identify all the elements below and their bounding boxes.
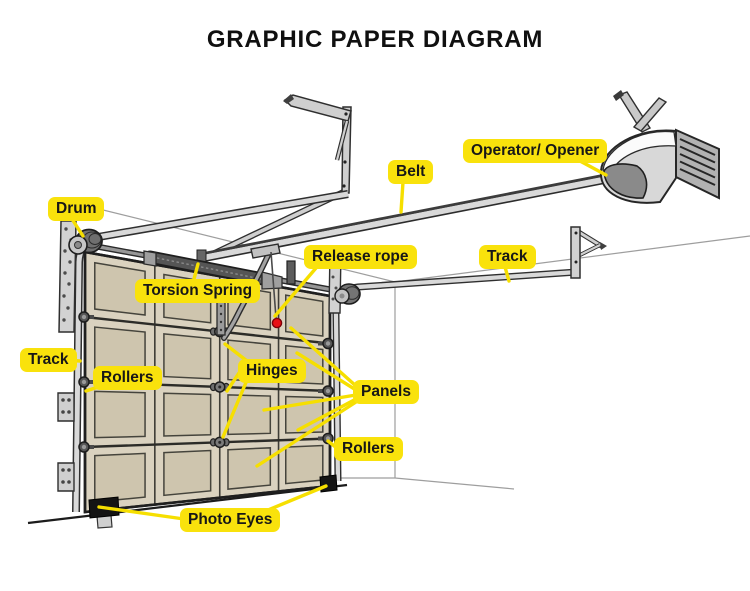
label-rollers-right: Rollers bbox=[334, 437, 403, 461]
opener-unit bbox=[599, 90, 720, 204]
page-title: GRAPHIC PAPER DIAGRAM bbox=[206, 26, 544, 53]
hinge-icon bbox=[209, 436, 230, 449]
track-hanger-bracket bbox=[570, 226, 607, 279]
door-panel bbox=[285, 444, 324, 485]
door-panel bbox=[285, 294, 324, 337]
door-panel bbox=[227, 447, 272, 490]
label-operator-opener: Operator/ Opener bbox=[463, 139, 608, 163]
roller-icon bbox=[318, 337, 334, 350]
label-panels: Panels bbox=[353, 380, 419, 404]
roller-icon bbox=[78, 376, 94, 388]
flag-bracket-left bbox=[57, 220, 77, 492]
roller-icon bbox=[78, 311, 94, 323]
door-panel bbox=[163, 449, 212, 497]
floor-line bbox=[27, 483, 348, 525]
door-panel bbox=[227, 394, 272, 436]
label-track-right: Track bbox=[479, 245, 536, 269]
label-drum: Drum bbox=[48, 197, 105, 221]
release-rope-line bbox=[270, 251, 277, 319]
photo-eye-left bbox=[88, 496, 120, 529]
belt-stripe bbox=[202, 172, 613, 255]
label-photo-eyes: Photo Eyes bbox=[180, 508, 281, 532]
release-rope-handle bbox=[271, 317, 283, 329]
door-panel bbox=[163, 392, 212, 437]
label-belt: Belt bbox=[388, 160, 434, 184]
door-panel bbox=[163, 333, 212, 380]
label-torsion-spring: Torsion Spring bbox=[135, 279, 261, 303]
label-hinges: Hinges bbox=[238, 359, 306, 383]
label-track-left: Track bbox=[20, 348, 77, 372]
label-rollers-left: Rollers bbox=[93, 366, 162, 390]
photo-eye-right bbox=[319, 474, 338, 493]
label-release-rope: Release rope bbox=[304, 245, 417, 269]
trolley bbox=[250, 243, 281, 259]
door-arm bbox=[221, 248, 273, 341]
door-panel bbox=[94, 261, 146, 316]
door-panel bbox=[94, 452, 146, 503]
door-panel bbox=[94, 390, 146, 439]
door-arm-bracket-holes bbox=[219, 304, 223, 332]
roller-icon bbox=[78, 441, 94, 453]
opener-rail bbox=[196, 172, 613, 265]
roller-icon bbox=[318, 385, 334, 397]
